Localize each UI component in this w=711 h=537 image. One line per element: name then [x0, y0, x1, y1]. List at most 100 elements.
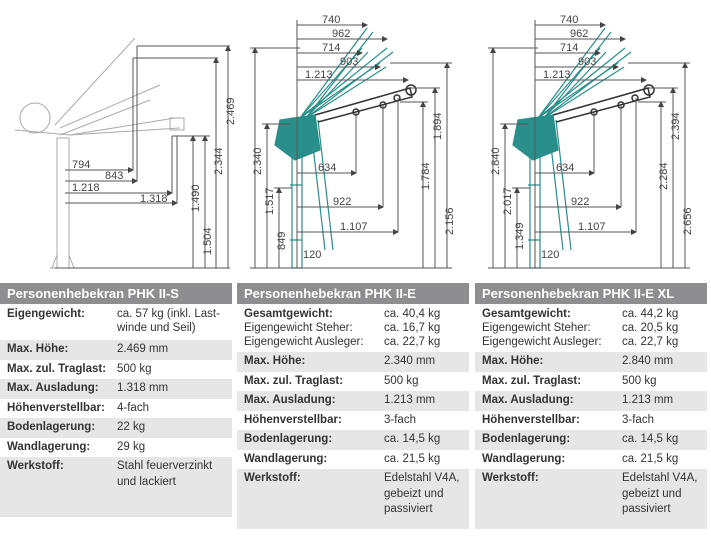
table-title: Personenhebekran PHK II-E — [237, 283, 469, 304]
spec-label: Max. Höhe: — [244, 355, 306, 367]
dim-label: 1.894 — [432, 112, 444, 140]
spec-label: Gesamtgewicht: — [244, 308, 333, 320]
spec-label: Werkstoff: — [244, 472, 301, 484]
table-row: Max. zul. Traglast: 500 kg — [237, 372, 469, 392]
table-row: Höhenverstellbar: 3-fach — [237, 411, 469, 431]
weight-row: Eigengewicht Steher: ca. 20,5 kg — [475, 321, 707, 335]
spec-value: 1.318 mm — [117, 382, 169, 394]
dim-label: 120 — [303, 249, 321, 261]
dim-label: 2.156 — [444, 207, 456, 235]
spec-label: Max. Höhe: — [482, 355, 544, 367]
spec-label: Werkstoff: — [482, 472, 539, 484]
spec-label: Bodenlagerung: — [244, 433, 333, 445]
dim-label: 1.517 — [264, 187, 276, 215]
spec-label: Max. Ausladung: — [7, 382, 99, 394]
spec-label: Bodenlagerung: — [482, 433, 571, 445]
spec-label: Höhenverstellbar: — [244, 413, 342, 426]
dim-label: 1.490 — [190, 184, 202, 212]
spec-value: ca. 57 kg (inkl. Last-winde und Seil) — [117, 308, 220, 334]
spec-label: Bodenlagerung: — [7, 421, 96, 433]
table-row: Werkstoff:Edelstahl V4A, gebeizt und pas… — [475, 469, 707, 529]
table-row: Bodenlagerung: ca. 14,5 kg — [237, 430, 469, 450]
spec-value: 29 kg — [117, 440, 146, 453]
spec-label: Eigengewicht Steher: — [482, 322, 591, 334]
spec-value: ca. 20,5 kg — [622, 322, 679, 334]
dim-label: 2.656 — [682, 207, 694, 235]
spec-label: Max. Ausladung: — [482, 394, 574, 406]
table-row: Max. zul. Traglast:500 kg — [0, 360, 232, 380]
weight-row: Eigengewicht Ausleger: ca. 22,7 kg — [475, 335, 707, 349]
table-row: Höhenverstellbar: 3-fach — [475, 411, 707, 431]
dim-label: 922 — [571, 196, 589, 208]
weight-row: Gesamtgewicht:ca. 44,2 kg — [475, 307, 707, 321]
dim-label: 1.213 — [305, 69, 333, 81]
dim-label: 1.107 — [578, 221, 606, 233]
spec-table-phk-ii-e: Personenhebekran PHK II-E Gesamtgewicht: c… — [237, 283, 469, 529]
dim-label: 634 — [318, 162, 336, 174]
dim-label: 962 — [570, 28, 588, 40]
spec-label: Eigengewicht Ausleger: — [482, 336, 602, 348]
table-row: Max. Höhe: 2.840 mm — [475, 352, 707, 372]
table-row: Max. Ausladung:1.213 mm — [475, 391, 707, 411]
dim-label: 903 — [340, 56, 358, 68]
dim-label: 1.213 — [543, 69, 571, 81]
crane-boom — [552, 84, 655, 123]
drawing-phk-ii-s: 794 843 1.218 1.318 1.490 1.504 2.344 2.… — [14, 37, 237, 269]
weight-row: Eigengewicht: ca. 57 kg (inkl. Last-winde… — [0, 307, 232, 335]
table-title: Personenhebekran PHK II-E XL — [475, 283, 707, 304]
dim-label: 740 — [322, 14, 340, 26]
spec-label: Höhenverstellbar: — [482, 413, 580, 426]
spec-value: Stahl feuerverzinkt und lackiert — [117, 460, 213, 488]
dim-label: 1.318 — [140, 193, 168, 205]
dim-label: 2.017 — [502, 187, 514, 215]
spec-value: ca. 40,4 kg — [384, 308, 441, 320]
table-title: Personenhebekran PHK II-S — [0, 283, 232, 304]
spec-value: 2.469 mm — [117, 343, 169, 355]
dim-label: 2.284 — [658, 162, 670, 190]
spec-table-phk-ii-s: Personenhebekran PHK II-S Eigengewicht: ca… — [0, 283, 232, 517]
dim-label: 740 — [560, 14, 578, 26]
dim-label: 714 — [560, 42, 578, 54]
dim-label: 1.107 — [340, 221, 368, 233]
technical-drawings: 794 843 1.218 1.318 1.490 1.504 2.344 2.… — [14, 37, 237, 269]
table-row: Werkstoff: Stahl feuerverzinkt und lackie… — [0, 457, 232, 517]
spec-label: Eigengewicht Steher: — [244, 322, 353, 334]
dim-label: 922 — [333, 196, 351, 208]
weight-row: Gesamtgewicht: ca. 40,4 kg — [237, 307, 469, 321]
spec-label: Max. zul. Traglast: — [244, 374, 344, 387]
table-row: Werkstoff:Edelstahl V4A, gebeizt und pas… — [237, 469, 469, 529]
dim-label: 714 — [322, 42, 340, 54]
spec-value: ca. 22,7 kg — [384, 336, 441, 348]
spec-label: Höhenverstellbar: — [7, 401, 105, 414]
spec-label: Max. zul. Traglast: — [7, 362, 107, 375]
spec-label: Eigengewicht: — [7, 308, 85, 320]
spec-value: 3-fach — [622, 413, 654, 426]
table-row: Höhenverstellbar:4-fach — [0, 399, 232, 419]
spec-label: Wandlagerung: — [244, 452, 328, 465]
spec-value: ca. 22,7 kg — [622, 336, 679, 348]
table-row: Wandlagerung:ca. 21,5 kg — [237, 450, 469, 470]
drawing-phk-ii-e-xl: 7409627149031.2136349221.1071202.8402.01… — [488, 14, 694, 269]
dim-label: 120 — [541, 249, 559, 261]
table-row: Bodenlagerung:ca. 14,5 kg — [475, 430, 707, 450]
weight-row: Eigengewicht Steher: ca. 16,7 kg — [237, 321, 469, 335]
dim-label: 2.469 — [225, 97, 237, 125]
dim-label: 1.349 — [514, 222, 526, 250]
spec-value: 500 kg — [384, 374, 419, 387]
spec-label: Max. zul. Traglast: — [482, 374, 582, 387]
spec-value: 2.840 mm — [622, 355, 674, 367]
dim-label: 794 — [72, 159, 90, 171]
spec-value: ca. 44,2 kg — [622, 308, 679, 320]
spec-label: Werkstoff: — [7, 460, 64, 472]
table-row: Max. Höhe:2.469 mm — [0, 340, 232, 360]
spec-value: ca. 16,7 kg — [384, 322, 441, 334]
dim-label: 903 — [578, 56, 596, 68]
dim-label: 2.344 — [213, 147, 225, 175]
spec-label: Wandlagerung: — [482, 452, 566, 465]
dim-label: 2.340 — [252, 147, 264, 175]
spec-value: 3-fach — [384, 413, 416, 426]
dim-label: 843 — [105, 170, 123, 182]
spec-value: ca. 14,5 kg — [384, 433, 441, 445]
spec-value: 2.340 mm — [384, 355, 436, 367]
